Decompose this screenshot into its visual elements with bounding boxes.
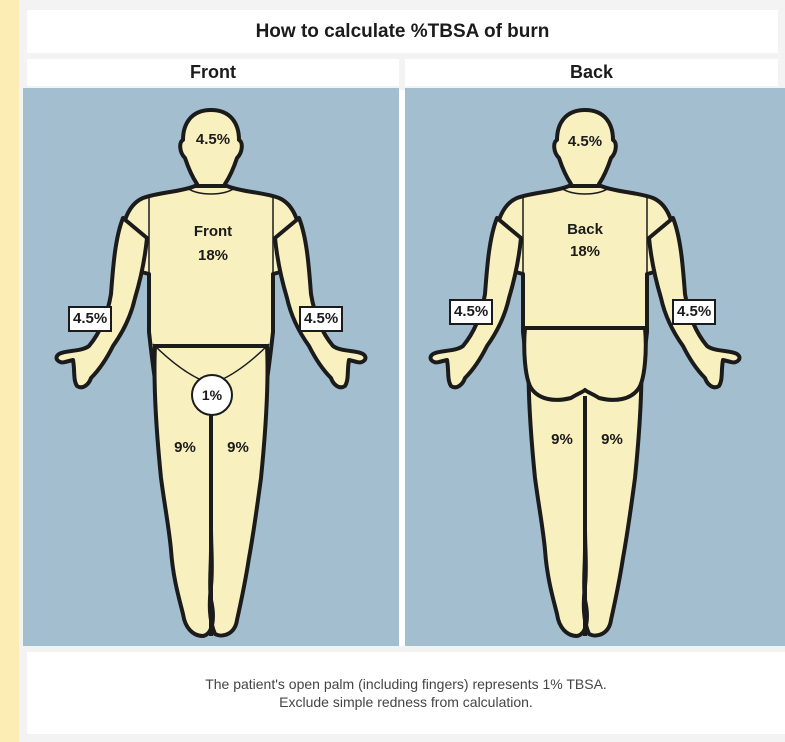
front-groin-value: 1% (191, 374, 233, 416)
back-right-arm-value: 4.5% (672, 299, 716, 325)
front-right-leg-value: 9% (223, 438, 253, 457)
front-left-leg-value: 9% (170, 438, 200, 457)
front-column-header: Front (27, 59, 399, 86)
back-left-arm-value: 4.5% (449, 299, 493, 325)
front-torso-name: Front (183, 222, 243, 241)
front-torso-value: 18% (183, 246, 243, 265)
back-head-value: 4.5% (561, 132, 609, 151)
back-torso-value: 18% (555, 242, 615, 261)
back-body-panel: 4.5% Back 18% 4.5% 4.5% 9% 9% (405, 88, 785, 646)
footer-line-1: The patient's open palm (including finge… (205, 675, 607, 693)
footer-line-2: Exclude simple redness from calculation. (279, 693, 533, 711)
back-body-figure (405, 88, 785, 646)
front-body-panel: 4.5% Front 18% 4.5% 4.5% 1% 9% 9% (23, 88, 399, 646)
back-buttocks (524, 328, 646, 400)
front-head (180, 110, 242, 188)
left-margin-strip (0, 0, 19, 742)
front-left-arm (57, 218, 147, 387)
front-right-arm (275, 218, 365, 387)
footer-note: The patient's open palm (including finge… (27, 652, 785, 734)
front-left-arm-value: 4.5% (68, 306, 112, 332)
front-right-arm-value: 4.5% (299, 306, 343, 332)
front-head-value: 4.5% (189, 130, 237, 149)
back-column-header: Back (405, 59, 778, 86)
back-torso-name: Back (555, 220, 615, 239)
diagram-title: How to calculate %TBSA of burn (27, 10, 778, 53)
back-left-leg-value: 9% (547, 430, 577, 449)
back-right-leg-value: 9% (597, 430, 627, 449)
front-body-figure (23, 88, 399, 646)
